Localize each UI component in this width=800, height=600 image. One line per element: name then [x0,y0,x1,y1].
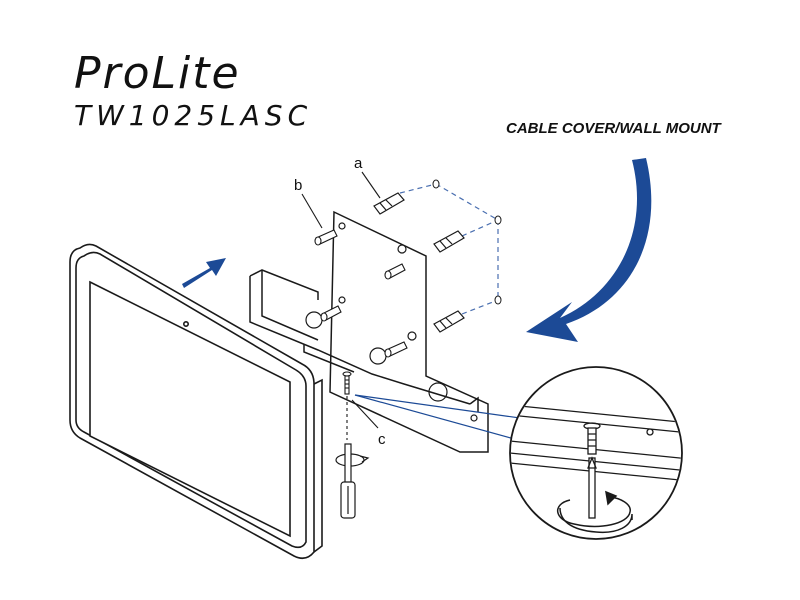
wall-mount-plate [329,210,489,453]
callout-c: c [378,431,386,448]
wall-anchor [373,192,465,333]
callout-a: a [354,155,363,172]
mounting-screw [314,229,408,358]
screwdriver-icon [335,443,370,519]
brand-name: ProLite [74,48,241,99]
tablet-display [69,243,323,560]
callout-leaders [301,171,381,429]
caption-title: CABLE COVER/WALL MOUNT [506,120,721,137]
security-screw [342,371,352,440]
cable-cover [249,269,479,412]
callout-b: b [294,177,302,194]
dashed-guides [399,183,499,315]
straight-arrow-icon [182,258,226,288]
plate-holes [305,222,478,422]
model-number: TW1025LASC [74,99,313,132]
rotation-arrow-icon [557,490,633,534]
curved-arrow-icon [526,158,652,342]
magnified-detail [509,366,683,540]
leader-lines [354,394,521,441]
brand-logo: ProLite TW1025LASC [74,50,334,140]
anchor-holes [432,179,502,305]
